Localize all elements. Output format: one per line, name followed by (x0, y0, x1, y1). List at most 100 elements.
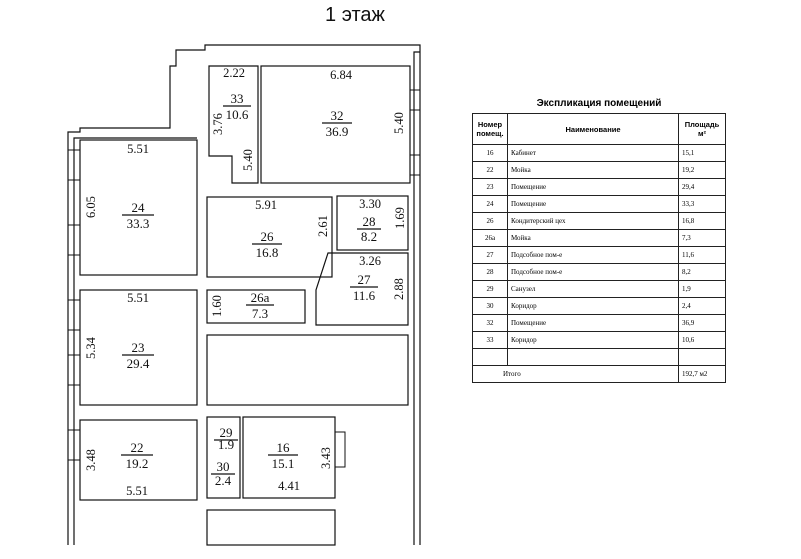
svg-text:5.40: 5.40 (392, 112, 406, 134)
svg-text:3.26: 3.26 (359, 254, 381, 268)
cell-name: Коридор (507, 297, 679, 315)
svg-text:19.2: 19.2 (126, 456, 149, 471)
svg-text:29.4: 29.4 (127, 356, 150, 371)
svg-text:2.4: 2.4 (215, 473, 232, 488)
room-27 (315, 252, 409, 326)
svg-text:27: 27 (358, 272, 372, 287)
cell-area: 7,3 (678, 229, 726, 247)
floor-title: 1 этаж (325, 4, 385, 26)
room-bottom (206, 509, 336, 546)
svg-text:4.41: 4.41 (278, 479, 300, 493)
cell-area: 1,9 (678, 280, 726, 298)
header-name: Наименование (507, 113, 679, 145)
cell-area: 10,6 (678, 331, 726, 349)
windows (67, 89, 421, 468)
cell-number: 23 (472, 178, 508, 196)
svg-text:15.1: 15.1 (272, 456, 295, 471)
svg-text:5.91: 5.91 (255, 198, 277, 212)
cell-number: 28 (472, 263, 508, 281)
room-23 (79, 289, 198, 406)
svg-text:16: 16 (277, 440, 291, 455)
svg-text:6.05: 6.05 (84, 196, 98, 218)
svg-text:26: 26 (261, 229, 275, 244)
svg-text:3.76: 3.76 (211, 113, 225, 135)
svg-text:5.51: 5.51 (126, 484, 148, 498)
room-28 (336, 195, 409, 251)
cell-name: Помещение (507, 314, 679, 332)
cell-number: 16 (472, 144, 508, 162)
cell-area: 19,2 (678, 161, 726, 179)
svg-text:3.30: 3.30 (359, 197, 381, 211)
room-29-30 (206, 416, 241, 499)
svg-text:1.9: 1.9 (218, 437, 234, 452)
svg-text:24: 24 (132, 200, 146, 215)
cell-name: Кондитерский цех (507, 212, 679, 230)
svg-text:11.6: 11.6 (353, 288, 376, 303)
table-total-row: Итого 192,7 м2 (472, 365, 726, 383)
svg-text:8.2: 8.2 (361, 229, 377, 244)
cell-number: 22 (472, 161, 508, 179)
room-32 (260, 65, 411, 184)
cell-number: 30 (472, 297, 508, 315)
cell-number: 24 (472, 195, 508, 213)
total-label: Итого (472, 365, 679, 383)
cell-name: Мойка (507, 161, 679, 179)
room-26a (206, 289, 306, 324)
cell-area: 29,4 (678, 178, 726, 196)
cell-number: 27 (472, 246, 508, 264)
cell-area: 16,8 (678, 212, 726, 230)
svg-text:33: 33 (231, 91, 244, 106)
cell-name: Помещение (507, 195, 679, 213)
header-area: Площадь м² (678, 113, 726, 145)
cell-name: Помещение (507, 178, 679, 196)
svg-text:16.8: 16.8 (256, 245, 279, 260)
cell-area: 33,3 (678, 195, 726, 213)
svg-text:30: 30 (217, 459, 230, 474)
table-row-empty (472, 348, 726, 366)
room-corridor (206, 334, 409, 406)
svg-text:32: 32 (331, 108, 344, 123)
svg-text:2.61: 2.61 (316, 215, 330, 237)
svg-text:5.40: 5.40 (241, 149, 255, 171)
cell-area: 15,1 (678, 144, 726, 162)
room-24 (79, 139, 198, 276)
svg-text:5.51: 5.51 (127, 142, 149, 156)
svg-text:28: 28 (363, 214, 376, 229)
cell-number: 33 (472, 331, 508, 349)
cell-name: Санузел (507, 280, 679, 298)
room-33 (208, 65, 259, 184)
cell-area: 8,2 (678, 263, 726, 281)
cell-area: 2,4 (678, 297, 726, 315)
cell-number: 29 (472, 280, 508, 298)
svg-text:1.60: 1.60 (210, 295, 224, 317)
cell-name: Подсобное пом-е (507, 246, 679, 264)
cell-number: 26а (472, 229, 508, 247)
svg-text:36.9: 36.9 (326, 124, 349, 139)
rooms (79, 65, 411, 546)
svg-text:5.51: 5.51 (127, 291, 149, 305)
svg-text:23: 23 (132, 340, 145, 355)
table-header: Номер помещ. Наименование Площадь м² (472, 113, 726, 145)
explication-title: Экспликация помещений (536, 98, 662, 109)
header-number: Номер помещ. (472, 113, 508, 145)
cell-name: Коридор (507, 331, 679, 349)
cell-name: Кабинет (507, 144, 679, 162)
svg-text:6.84: 6.84 (330, 68, 353, 82)
svg-text:10.6: 10.6 (226, 107, 249, 122)
cell-name: Подсобное пом-е (507, 263, 679, 281)
cell-number: 26 (472, 212, 508, 230)
